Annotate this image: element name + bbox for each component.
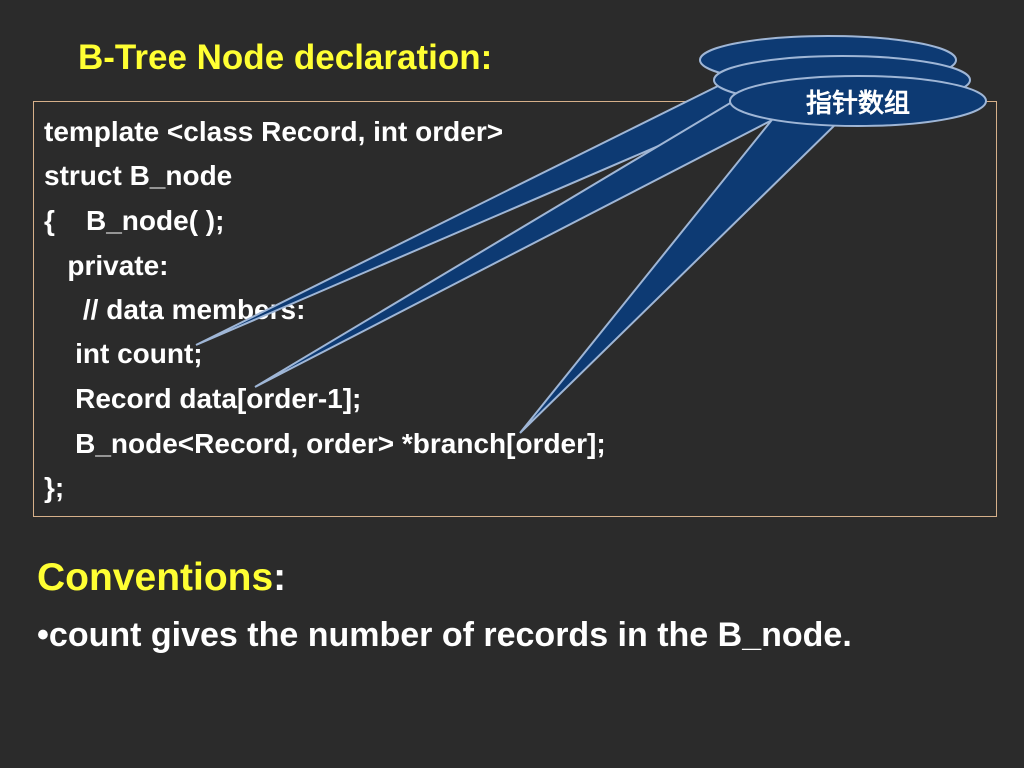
code-line-5: // data members: [44, 294, 306, 325]
bullet-text: count gives the number of records in the… [48, 616, 852, 654]
code-line-9: }; [44, 472, 65, 503]
bullet-marker: • [37, 616, 49, 654]
code-line-7: Record data[order-1]; [44, 383, 362, 414]
slide-title: B-Tree Node declaration: [78, 38, 493, 77]
code-line-4: private: [44, 250, 169, 281]
conventions-heading: Conventions: [37, 556, 286, 600]
code-line-8: B_node<Record, order> *branch[order]; [44, 428, 606, 459]
code-box: template <class Record, int order> struc… [33, 101, 997, 517]
callout-label: 指针数组 [805, 89, 910, 119]
conventions-heading-text: Conventions [37, 556, 274, 599]
code-line-1: template <class Record, int order> [44, 116, 504, 147]
conventions-bullet: •count gives the number of records in th… [37, 616, 852, 655]
code-line-3: { B_node( ); [44, 205, 225, 236]
conventions-heading-colon: : [273, 556, 287, 599]
code-line-6: int count; [44, 338, 203, 369]
callout-bubble-back [699, 35, 957, 85]
code-line-2: struct B_node [44, 160, 233, 191]
